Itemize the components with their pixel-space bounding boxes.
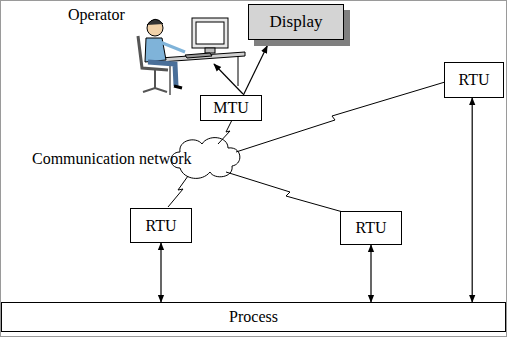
network-label: Communication network [32,150,192,168]
node-text: Display [270,13,323,32]
operator-link [214,64,243,94]
connector [160,243,161,302]
operator-icon [138,18,245,95]
rtu-box: RTU [444,62,504,98]
connector [370,245,371,302]
wireless-link [168,82,445,214]
connector [243,46,267,95]
mtu-box: MTU [200,95,262,121]
display-box: Display [248,4,344,40]
node-text: MTU [213,99,249,117]
operator-label: Operator [68,6,125,24]
node-text: RTU [145,217,176,235]
connector [472,98,473,302]
rtu-box: RTU [130,208,192,243]
node-text: RTU [458,71,489,89]
process-band: Process [1,302,506,332]
rtu-box: RTU [340,211,402,245]
node-text: RTU [355,219,386,237]
node-text: Process [229,308,278,326]
